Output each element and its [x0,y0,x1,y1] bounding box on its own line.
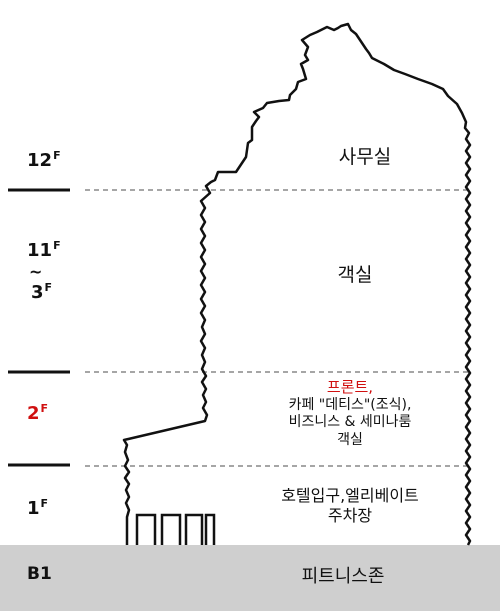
floor-11f-suffix: F [53,239,61,252]
floor-label-b1: B1 [27,566,52,583]
floor-3f-number: 3 [31,282,44,303]
floor-label-2f: 2F [27,402,49,424]
floor-3f-suffix: F [44,281,53,294]
floor-label-11f-3f: 11F ~ 3F [27,239,61,303]
floor-11f-number: 11 [27,240,53,261]
area-business-seminar: 비즈니스 & 세미나룸 [288,414,412,431]
floor-b1-label: B1 [27,564,52,584]
area-parking: 주차장 [327,506,373,525]
floor-1f-number: 1 [27,498,40,519]
floor-range-tilde: ~ [29,262,43,281]
area-front-desk: 프론트, [326,378,374,396]
area-2f-rooms: 객실 [337,431,363,448]
area-hotel-entrance-elevator: 호텔입구,엘리베이트 [281,486,419,505]
floor-12f-number: 12 [27,150,53,171]
area-2f-block: 프론트, 카페 "데티스"(조식), 비즈니스 & 세미나룸 객실 [250,378,450,449]
area-office: 사무실 [338,146,392,168]
floor-label-1f: 1F [27,497,49,519]
area-1f-block: 호텔입구,엘리베이트 주차장 [248,486,452,526]
floor-1f-suffix: F [40,497,49,510]
area-cafe: 카페 "데티스"(조식), [288,396,412,413]
ground-floor-columns [135,513,216,545]
area-guest-rooms: 객실 [337,264,373,286]
floor-12f-suffix: F [53,149,61,162]
floor-2f-number: 2 [27,403,40,424]
area-fitness-zone: 피트니스존 [301,566,385,587]
basement-bar [0,545,500,611]
floor-2f-suffix: F [40,402,49,415]
floor-label-12f: 12F [27,149,61,171]
building-outline [122,22,472,546]
